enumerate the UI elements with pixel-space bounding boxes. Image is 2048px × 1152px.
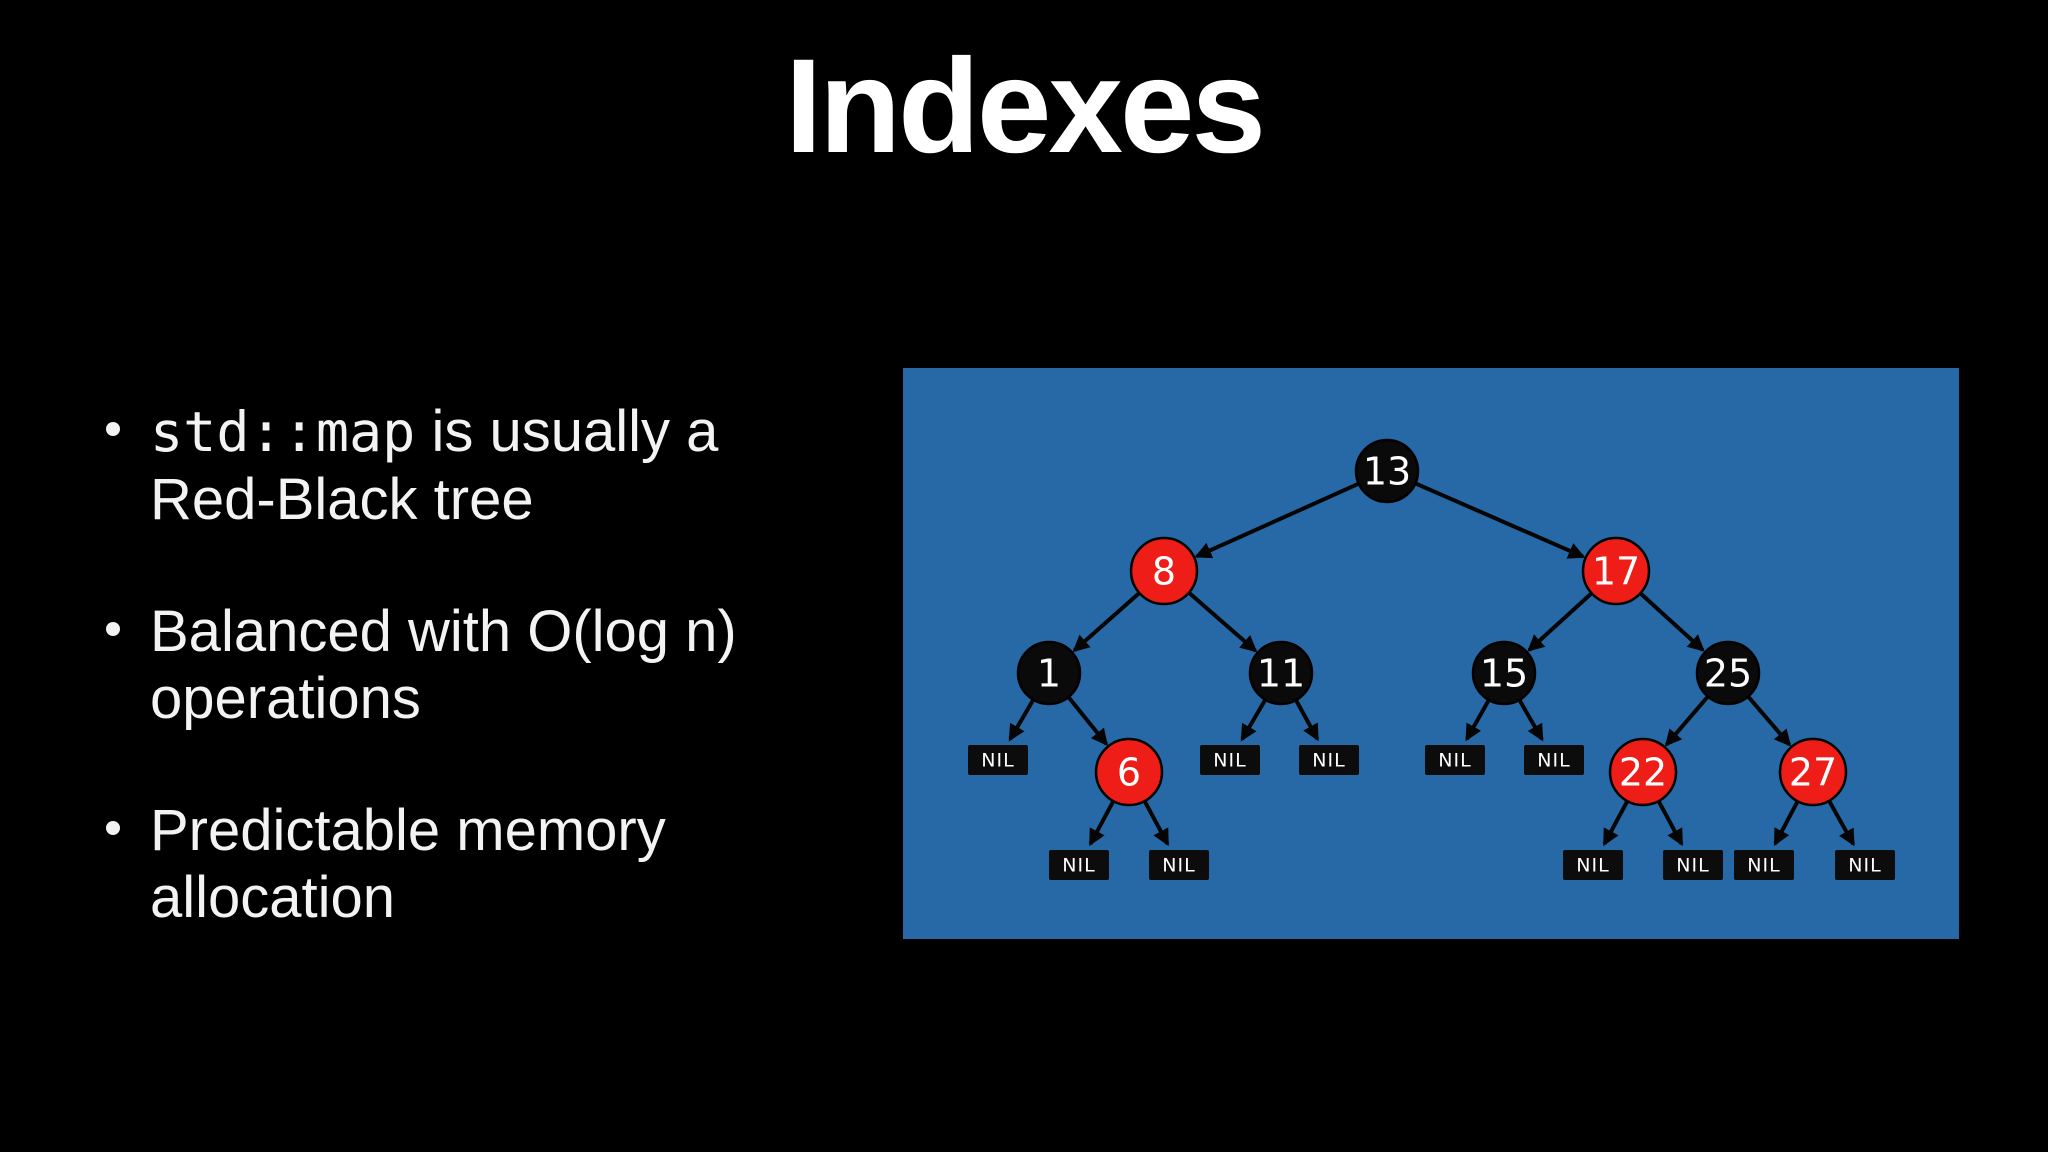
svg-text:NIL: NIL: [1438, 750, 1471, 772]
bullet-item-std-map: std::map is usually a Red-Black tree: [104, 398, 752, 533]
svg-text:NIL: NIL: [1213, 750, 1246, 772]
code-std-map: std::map: [150, 400, 416, 464]
tree-edge-15-nil4: [1465, 699, 1491, 742]
tree-edge-13-17: [1415, 481, 1586, 559]
svg-text:8: 8: [1152, 549, 1176, 593]
svg-text:NIL: NIL: [1312, 750, 1345, 772]
bullet-icon: [106, 622, 120, 636]
svg-text:6: 6: [1117, 750, 1141, 794]
tree-node-13: 13: [1354, 438, 1420, 504]
svg-text:11: 11: [1257, 651, 1305, 695]
tree-node-17: 17: [1581, 536, 1651, 606]
svg-text:15: 15: [1480, 651, 1528, 695]
nil-leaf: NIL: [1425, 745, 1485, 775]
tree-node-1: 1: [1016, 640, 1082, 706]
svg-text:13: 13: [1363, 449, 1411, 493]
nil-leaf: NIL: [1524, 745, 1584, 775]
svg-text:NIL: NIL: [1576, 855, 1609, 877]
svg-text:NIL: NIL: [1162, 855, 1195, 877]
tree-edge-17-15: [1527, 592, 1593, 652]
tree-edge-11-nil2: [1240, 699, 1267, 742]
nil-leaf: NIL: [1563, 850, 1623, 880]
svg-text:17: 17: [1592, 549, 1640, 593]
tree-node-11: 11: [1248, 640, 1314, 706]
tree-edge-1-nil1: [1008, 699, 1035, 742]
tree-edge-13-8: [1194, 482, 1359, 559]
bullet-icon: [106, 422, 120, 436]
tree-edge-25-22: [1664, 695, 1709, 747]
bullet-item-balanced: Balanced with O(log n) operations: [104, 598, 752, 732]
nil-leaf: NIL: [1200, 745, 1260, 775]
tree-edge-22-nil8: [1602, 800, 1629, 847]
nil-leaf: NIL: [968, 745, 1028, 775]
page-title: Indexes: [784, 32, 1266, 181]
nil-leaf: NIL: [1049, 850, 1109, 880]
bullet-text: Balanced with O(log n) operations: [150, 599, 737, 731]
svg-text:25: 25: [1704, 651, 1752, 695]
svg-text:NIL: NIL: [1676, 855, 1709, 877]
tree-node-8: 8: [1129, 536, 1199, 606]
tree-edge-25-27: [1747, 695, 1792, 747]
tree-edge-6-nil6: [1088, 800, 1115, 847]
svg-text:22: 22: [1619, 750, 1667, 794]
tree-edge-11-nil3: [1294, 700, 1320, 742]
bullet-list: std::map is usually a Red-Black tree Bal…: [104, 398, 752, 996]
tree-node-27: 27: [1778, 737, 1848, 807]
tree-edge-1-6: [1067, 696, 1108, 746]
nil-leaf: NIL: [1835, 850, 1895, 880]
tree-edge-27-nil11: [1827, 800, 1856, 847]
nil-leaf: NIL: [1149, 850, 1209, 880]
nil-leaf: NIL: [1734, 850, 1794, 880]
bullet-text: Predictable memory allocation: [150, 798, 666, 930]
tree-edge-15-nil5: [1518, 699, 1544, 742]
svg-text:27: 27: [1789, 750, 1837, 794]
tree-edge-22-nil9: [1657, 800, 1684, 847]
svg-text:NIL: NIL: [1848, 855, 1881, 877]
tree-edge-8-1: [1072, 592, 1140, 653]
tree-node-15: 15: [1471, 640, 1537, 706]
bullet-icon: [106, 821, 120, 835]
tree-edge-27-nil10: [1773, 801, 1799, 847]
tree-node-25: 25: [1695, 640, 1761, 706]
svg-text:1: 1: [1037, 651, 1061, 695]
nil-leaf: NIL: [1663, 850, 1723, 880]
bullet-item-memory: Predictable memory allocation: [104, 797, 752, 931]
svg-text:NIL: NIL: [981, 750, 1014, 772]
tree-node-6: 6: [1094, 737, 1164, 807]
tree-node-22: 22: [1608, 737, 1678, 807]
tree-edge-6-nil7: [1143, 800, 1170, 847]
svg-text:NIL: NIL: [1062, 855, 1095, 877]
bullet-text: is usually a Red-Black tree: [150, 399, 719, 532]
svg-text:NIL: NIL: [1537, 750, 1570, 772]
tree-edge-8-11: [1188, 591, 1258, 653]
nil-leaf: NIL: [1299, 745, 1359, 775]
tree-edge-17-25: [1639, 592, 1705, 652]
svg-text:NIL: NIL: [1747, 855, 1780, 877]
